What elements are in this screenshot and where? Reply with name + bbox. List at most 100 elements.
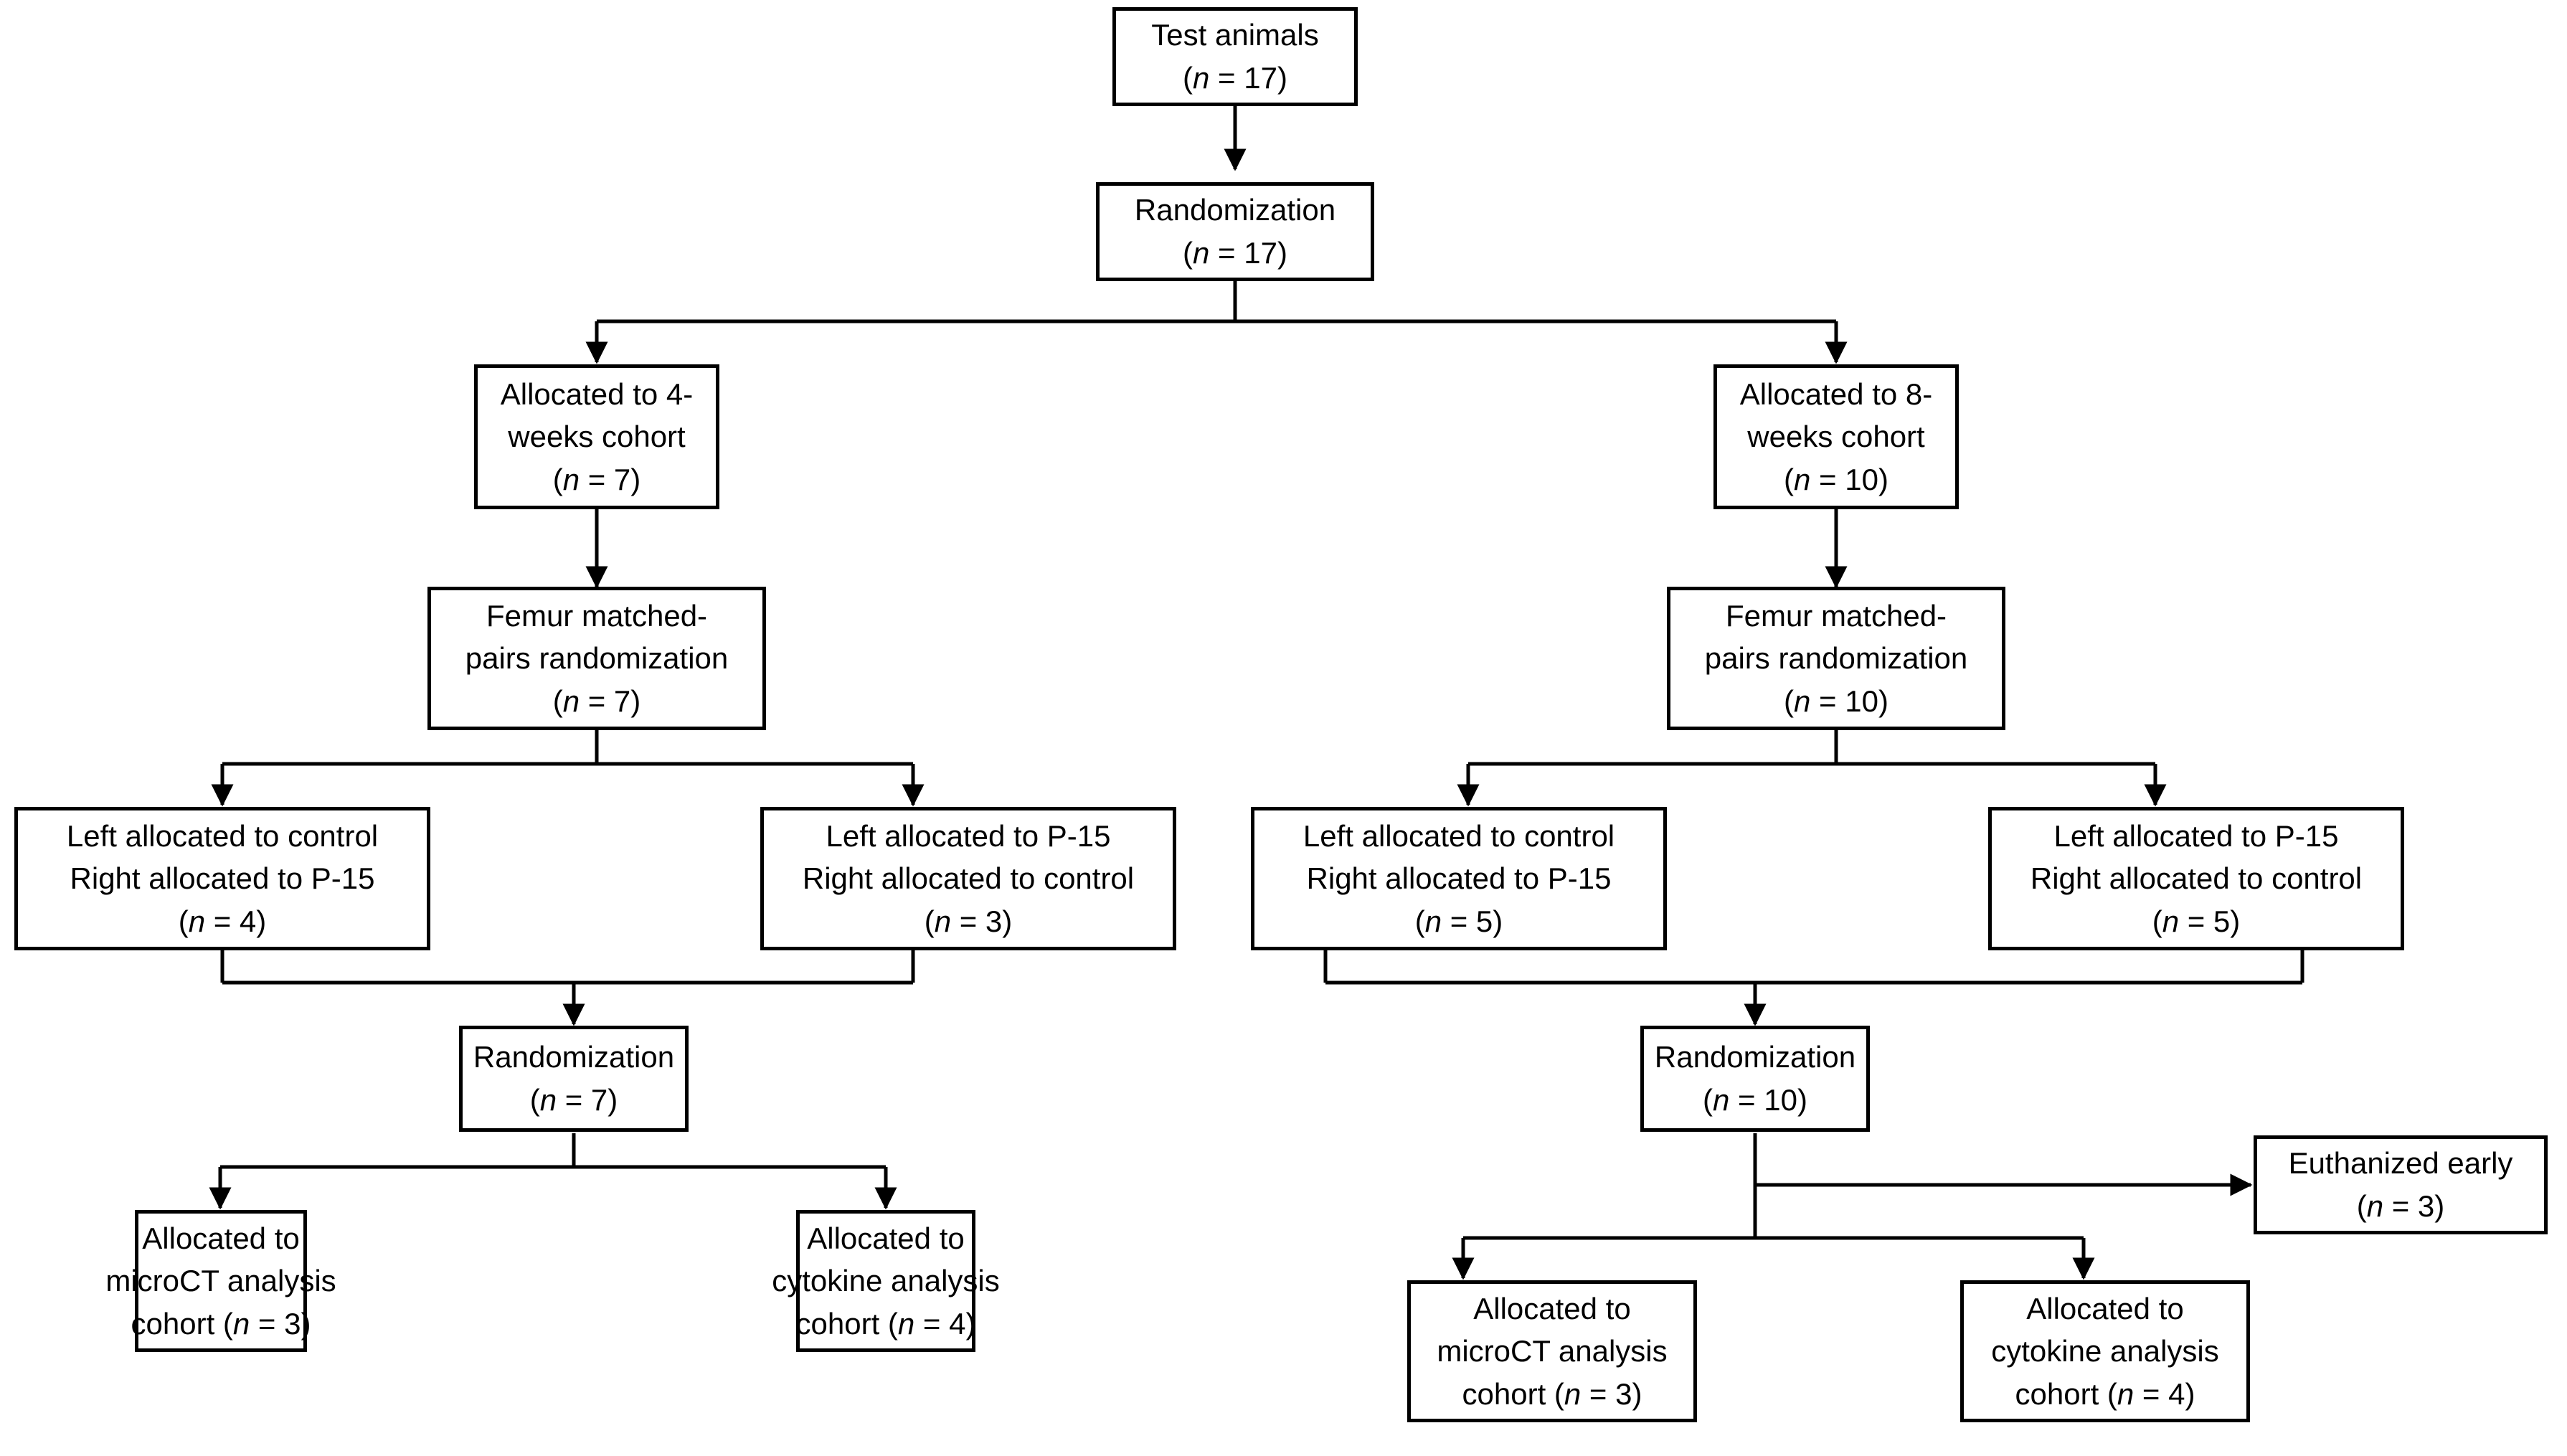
- paren-open: (: [1414, 904, 1425, 938]
- node-cohort-4-weeks[interactable]: Allocated to 4- weeks cohort (n = 7): [474, 364, 719, 509]
- paren-open: (: [1183, 236, 1193, 270]
- node-cohort-8-weeks-count: (n = 10): [1784, 458, 1888, 501]
- node-cytokine-cohort-8-weeks[interactable]: Allocated to cytokine analysis cohort (n…: [1960, 1280, 2250, 1422]
- cohort-prefix: cohort (: [795, 1306, 898, 1341]
- n-value: = 7): [557, 1083, 618, 1117]
- n-value: = 10): [1729, 1083, 1807, 1117]
- n-symbol: n: [562, 462, 580, 496]
- paren-open: (: [552, 684, 563, 718]
- node-alloc-4w-left-p15-line1: Left allocated to P-15: [826, 818, 1111, 853]
- node-alloc-8w-left-control-line1: Left allocated to control: [1303, 818, 1615, 853]
- n-symbol: n: [934, 904, 952, 938]
- n-symbol: n: [1193, 61, 1210, 95]
- paren-open: (: [1784, 684, 1795, 718]
- node-euthanized-early-count: (n = 3): [2357, 1185, 2445, 1228]
- n-value: = 3): [2383, 1189, 2445, 1223]
- n-symbol: n: [2162, 904, 2180, 938]
- node-microct-4w-line2: microCT analysis: [105, 1264, 336, 1298]
- node-microct-cohort-4-weeks[interactable]: Allocated to microCT analysis cohort (n …: [105, 1210, 336, 1352]
- n-value: = 3): [1581, 1376, 1642, 1411]
- node-test-animals[interactable]: Test animals (n = 17): [1112, 7, 1358, 106]
- node-randomization-8w-line1: Randomization: [1654, 1040, 1856, 1074]
- node-alloc-4w-left-p15-line2: Right allocated to control: [802, 861, 1135, 896]
- n-value: = 4): [914, 1306, 976, 1341]
- node-alloc-4w-left-control-line1: Left allocated to control: [66, 818, 379, 853]
- node-alloc-4w-left-p15-count: (n = 3): [925, 900, 1013, 943]
- node-randomization-top-count: (n = 17): [1183, 232, 1287, 275]
- node-microct-8w-line2: microCT analysis: [1437, 1334, 1668, 1368]
- n-value: = 5): [2179, 904, 2241, 938]
- node-euthanized-early[interactable]: Euthanized early (n = 3): [2254, 1135, 2548, 1234]
- node-femur-8w-line2: pairs randomization: [1704, 641, 1968, 676]
- node-microct-4w-count: cohort (n = 3): [131, 1303, 311, 1346]
- n-symbol: n: [188, 904, 206, 938]
- node-femur-4w-count: (n = 7): [553, 680, 641, 723]
- node-alloc-8w-left-control-right-p15[interactable]: Left allocated to control Right allocate…: [1251, 807, 1667, 950]
- n-symbol: n: [1713, 1083, 1730, 1117]
- node-alloc-8w-left-p15-right-control[interactable]: Left allocated to P-15 Right allocated t…: [1988, 807, 2404, 950]
- node-cohort-8-weeks[interactable]: Allocated to 8- weeks cohort (n = 10): [1713, 364, 1959, 509]
- node-alloc-8w-left-p15-line1: Left allocated to P-15: [2053, 818, 2339, 853]
- node-femur-matched-pairs-8-weeks[interactable]: Femur matched- pairs randomization (n = …: [1667, 587, 2005, 730]
- n-symbol: n: [1564, 1376, 1582, 1411]
- n-value: = 10): [1810, 684, 1888, 718]
- n-value: = 7): [580, 462, 641, 496]
- node-cytokine-8w-line1: Allocated to: [2026, 1291, 2184, 1325]
- node-cytokine-4w-count: cohort (n = 4): [796, 1303, 976, 1346]
- node-randomization-4-weeks[interactable]: Randomization (n = 7): [459, 1026, 689, 1132]
- n-symbol: n: [2366, 1189, 2384, 1223]
- node-cytokine-cohort-4-weeks[interactable]: Allocated to cytokine analysis cohort (n…: [772, 1210, 1000, 1352]
- n-symbol: n: [897, 1306, 915, 1341]
- node-femur-4w-line1: Femur matched-: [486, 598, 708, 633]
- paren-open: (: [1703, 1083, 1713, 1117]
- n-symbol: n: [1794, 684, 1811, 718]
- node-alloc-4w-left-p15-right-control[interactable]: Left allocated to P-15 Right allocated t…: [760, 807, 1176, 950]
- n-symbol: n: [1424, 904, 1442, 938]
- paren-open: (: [1183, 61, 1193, 95]
- node-alloc-8w-left-p15-line2: Right allocated to control: [2030, 861, 2363, 896]
- node-cytokine-4w-line2: cytokine analysis: [772, 1264, 1000, 1298]
- node-cohort-4-weeks-count: (n = 7): [553, 458, 641, 501]
- node-alloc-8w-left-p15-count: (n = 5): [2152, 900, 2241, 943]
- n-value: = 3): [250, 1306, 311, 1341]
- node-randomization-top[interactable]: Randomization (n = 17): [1096, 182, 1374, 281]
- node-randomization-8w-count: (n = 10): [1703, 1079, 1807, 1122]
- node-femur-8w-count: (n = 10): [1784, 680, 1888, 723]
- node-cohort-8-weeks-line2: weeks cohort: [1747, 420, 1925, 454]
- node-microct-8w-line1: Allocated to: [1473, 1291, 1631, 1325]
- node-cytokine-8w-line2: cytokine analysis: [1991, 1334, 2219, 1368]
- cohort-prefix: cohort (: [1462, 1376, 1564, 1411]
- node-randomization-4w-line1: Randomization: [473, 1040, 675, 1074]
- node-cohort-4-weeks-line1: Allocated to 4-: [500, 377, 694, 411]
- node-randomization-8-weeks[interactable]: Randomization (n = 10): [1640, 1026, 1870, 1132]
- n-value: = 4): [205, 904, 267, 938]
- paren-open: (: [924, 904, 935, 938]
- cohort-prefix: cohort (: [131, 1306, 233, 1341]
- paren-open: (: [2152, 904, 2162, 938]
- n-value: = 10): [1810, 462, 1888, 496]
- node-randomization-4w-count: (n = 7): [530, 1079, 618, 1122]
- node-alloc-4w-left-control-count: (n = 4): [179, 900, 267, 943]
- node-microct-cohort-8-weeks[interactable]: Allocated to microCT analysis cohort (n …: [1407, 1280, 1697, 1422]
- n-value: = 7): [580, 684, 641, 718]
- node-alloc-8w-left-control-count: (n = 5): [1415, 900, 1503, 943]
- node-cytokine-4w-line1: Allocated to: [807, 1221, 965, 1255]
- n-value: = 3): [951, 904, 1013, 938]
- node-alloc-8w-left-control-line2: Right allocated to P-15: [1306, 861, 1612, 896]
- node-euthanized-early-line1: Euthanized early: [2288, 1146, 2513, 1181]
- node-test-animals-line1: Test animals: [1151, 18, 1319, 52]
- n-symbol: n: [232, 1306, 250, 1341]
- node-cohort-8-weeks-line1: Allocated to 8-: [1739, 377, 1933, 411]
- node-femur-4w-line2: pairs randomization: [465, 641, 729, 676]
- node-femur-matched-pairs-4-weeks[interactable]: Femur matched- pairs randomization (n = …: [427, 587, 766, 730]
- paren-open: (: [552, 462, 563, 496]
- paren-open: (: [1784, 462, 1795, 496]
- n-value: = 17): [1209, 236, 1287, 270]
- paren-open: (: [529, 1083, 540, 1117]
- node-alloc-4w-left-control-right-p15[interactable]: Left allocated to control Right allocate…: [14, 807, 430, 950]
- n-symbol: n: [1794, 462, 1811, 496]
- node-femur-8w-line1: Femur matched-: [1725, 598, 1947, 633]
- n-symbol: n: [2117, 1376, 2135, 1411]
- node-cohort-4-weeks-line2: weeks cohort: [508, 420, 686, 454]
